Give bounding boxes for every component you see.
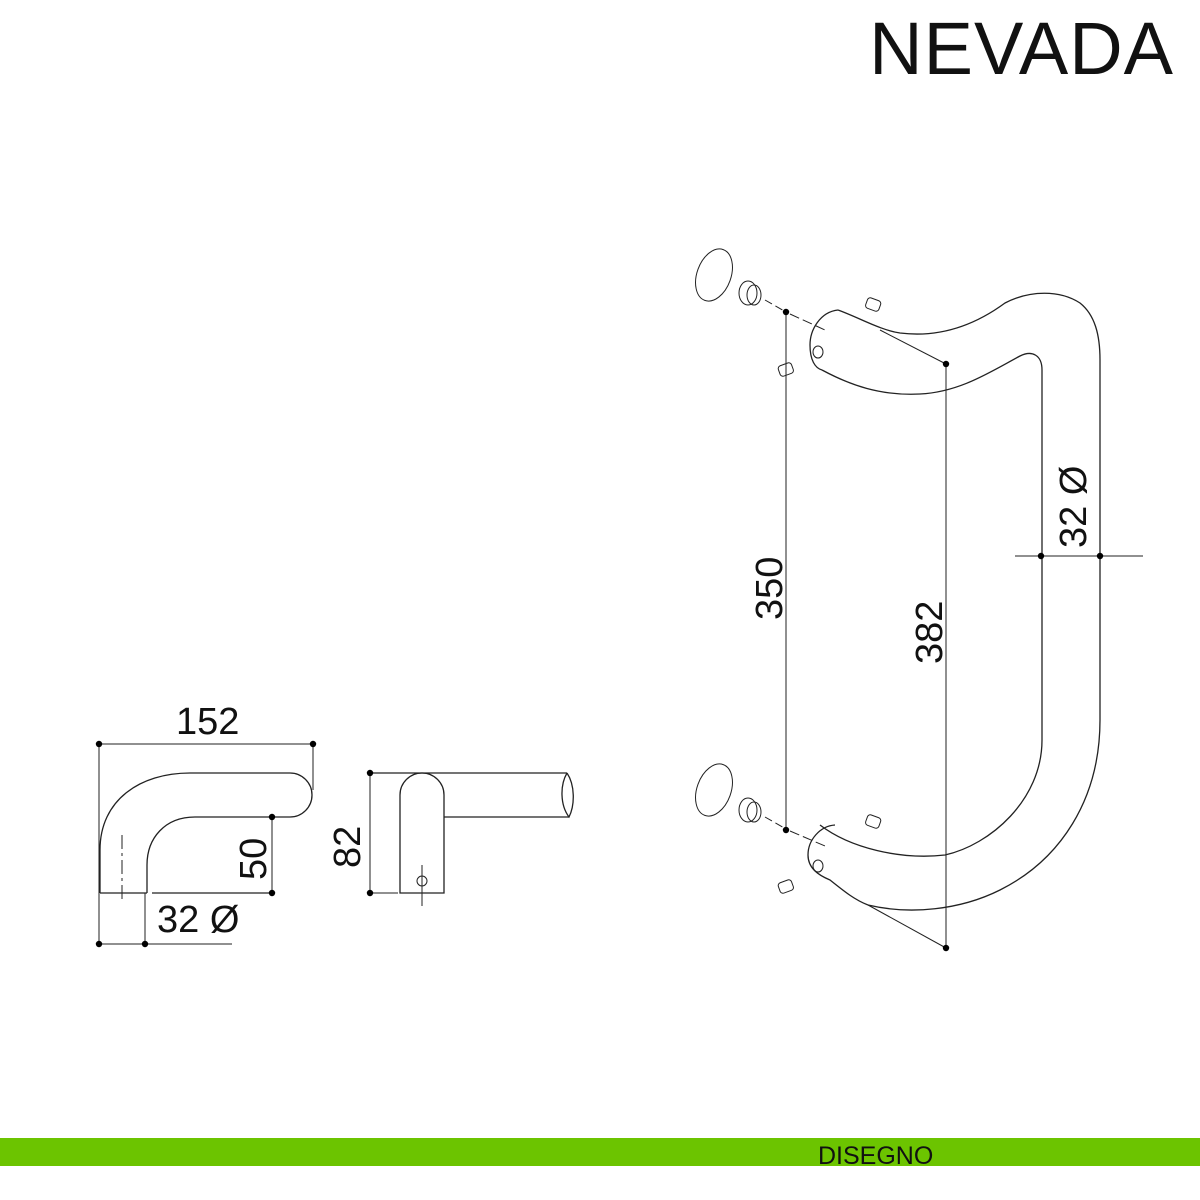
product-title: NEVADA [869, 7, 1174, 90]
perspective-view: 350 382 32 Ø [695, 248, 1143, 952]
dim-32-bar: 32 Ø [1053, 466, 1095, 548]
rosette-bottom [695, 763, 826, 847]
footer-bar [0, 1138, 1200, 1166]
dim-32-side: 32 Ø [157, 899, 239, 941]
dim-350: 350 [749, 557, 791, 620]
front-view: 82 [327, 769, 574, 906]
handle-side-outline [99, 772, 313, 894]
rosette-top [695, 248, 826, 331]
grub-screws [777, 297, 882, 894]
dim-152: 152 [176, 701, 239, 743]
dim-50: 50 [233, 838, 275, 880]
dim-382: 382 [909, 601, 951, 664]
dim-82: 82 [327, 826, 369, 868]
footer-label: DISEGNO [818, 1142, 934, 1170]
u-handle-outline [819, 292, 1101, 911]
side-view: 152 50 32 Ø [95, 701, 317, 948]
